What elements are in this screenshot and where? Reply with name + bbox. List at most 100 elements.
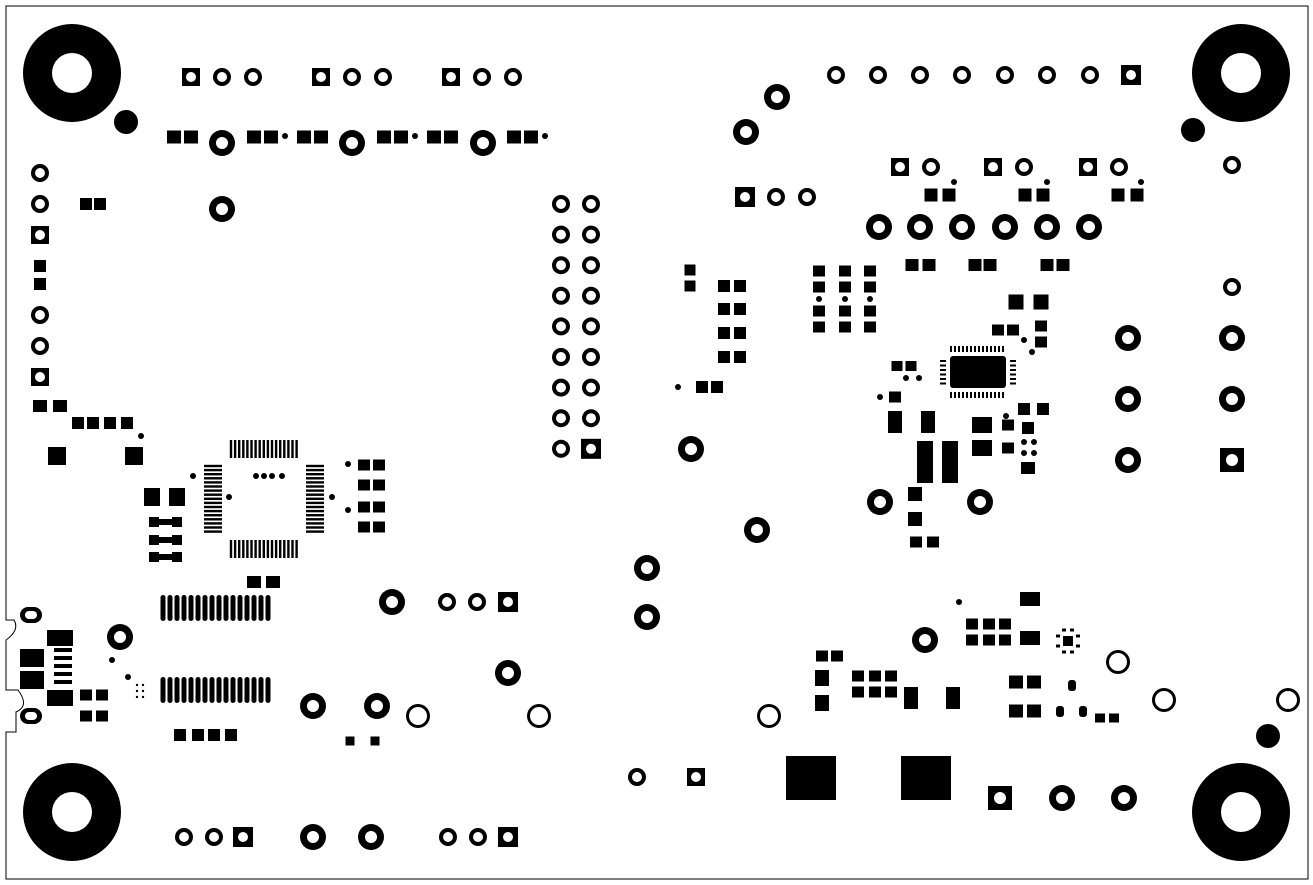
- smd-pad: [169, 488, 185, 506]
- drill-hole: [307, 831, 319, 843]
- smd-pad: [990, 346, 992, 352]
- smd-pad: [1010, 360, 1016, 362]
- smd-pad: [966, 392, 968, 398]
- smd-pad: [917, 441, 933, 483]
- smd-pad: [1021, 462, 1035, 474]
- via: [253, 473, 259, 479]
- smd-pad: [994, 392, 996, 398]
- smd-pad: [1018, 188, 1032, 202]
- via: [190, 473, 196, 479]
- smd-pad: [233, 540, 237, 558]
- drill-hole: [1056, 792, 1068, 804]
- soic-pin: [167, 677, 173, 703]
- smd-pad: [869, 670, 881, 682]
- smd-pad: [279, 440, 282, 458]
- smd-pad: [246, 540, 249, 558]
- smd-pad: [813, 281, 825, 293]
- smd-pad: [978, 346, 980, 352]
- drill-hole: [1155, 691, 1173, 709]
- drill-hole: [1227, 282, 1237, 292]
- drill-hole: [1042, 70, 1052, 80]
- smd-pad: [373, 479, 385, 491]
- drill-hole: [802, 192, 812, 202]
- drill-hole: [974, 496, 986, 508]
- smd-pad: [1076, 644, 1080, 648]
- smd-pad: [864, 321, 876, 333]
- drill-hole: [503, 597, 513, 607]
- smd-pad: [287, 440, 290, 458]
- drill-hole: [386, 596, 398, 608]
- drill-hole: [307, 700, 319, 712]
- drill-hole: [443, 832, 453, 842]
- drill-hole: [1041, 221, 1053, 233]
- smd-pad: [144, 488, 160, 506]
- smd-pad: [986, 346, 988, 352]
- soic-pin: [174, 677, 180, 703]
- smd-pad: [87, 417, 99, 429]
- smd-pad: [204, 497, 222, 500]
- smd-pad: [1009, 675, 1023, 689]
- smd-pad: [306, 522, 324, 525]
- drill-slot: [25, 611, 37, 619]
- via: [109, 657, 115, 663]
- smd-pad: [839, 281, 851, 293]
- smd-pad: [373, 459, 385, 471]
- drill-hole: [216, 203, 228, 215]
- via: [114, 110, 138, 134]
- drill-hole: [216, 137, 228, 149]
- smd-pad: [96, 710, 108, 722]
- smd-pad: [104, 417, 116, 429]
- smd-pad: [1056, 706, 1064, 717]
- smd-pad: [972, 440, 992, 456]
- component-body: [154, 537, 177, 543]
- drill-hole: [740, 192, 750, 202]
- smd-pad: [306, 514, 324, 517]
- smd-pad: [1068, 680, 1076, 691]
- smd-pad: [718, 280, 730, 292]
- smd-pad: [306, 526, 324, 529]
- drill-slot: [25, 712, 37, 720]
- drill-hole: [556, 443, 566, 454]
- smd-pad: [264, 130, 278, 144]
- smd-pad: [968, 259, 982, 271]
- smd-pad: [786, 756, 836, 800]
- smd-pad: [80, 689, 92, 701]
- smd-pad: [274, 540, 278, 558]
- smd-pad: [1109, 713, 1119, 723]
- smd-pad: [711, 381, 723, 393]
- via: [135, 683, 139, 687]
- via: [951, 179, 957, 185]
- smd-pad: [204, 501, 222, 505]
- drill-hole: [994, 792, 1006, 804]
- smd-pad: [204, 477, 222, 480]
- smd-pad: [940, 360, 946, 362]
- via: [1003, 413, 1009, 419]
- smd-pad: [999, 634, 1011, 646]
- smd-pad: [852, 670, 864, 682]
- drill-hole: [378, 72, 388, 82]
- soic-pin: [160, 677, 166, 703]
- soic-pin: [181, 595, 187, 621]
- smd-pad: [184, 130, 198, 144]
- drill-hole: [1221, 53, 1261, 93]
- smd-pad: [254, 440, 257, 458]
- smd-pad: [358, 459, 370, 471]
- smd-pad: [888, 411, 902, 433]
- smd-pad: [47, 630, 73, 646]
- drill-hole: [502, 667, 514, 679]
- smd-pad: [54, 648, 72, 652]
- smd-pad: [204, 473, 222, 476]
- soic-pin: [216, 677, 222, 703]
- drill-hole: [248, 72, 258, 82]
- smd-pad: [1056, 259, 1070, 271]
- drill-hole: [586, 352, 596, 362]
- smd-pad: [262, 440, 265, 458]
- smd-pad: [813, 305, 825, 317]
- smd-pad: [1033, 294, 1049, 310]
- smd-pad: [94, 198, 106, 210]
- via: [877, 394, 883, 400]
- board-outline: [5, 5, 1309, 880]
- soic-pin: [265, 595, 271, 621]
- smd-pad: [950, 346, 952, 352]
